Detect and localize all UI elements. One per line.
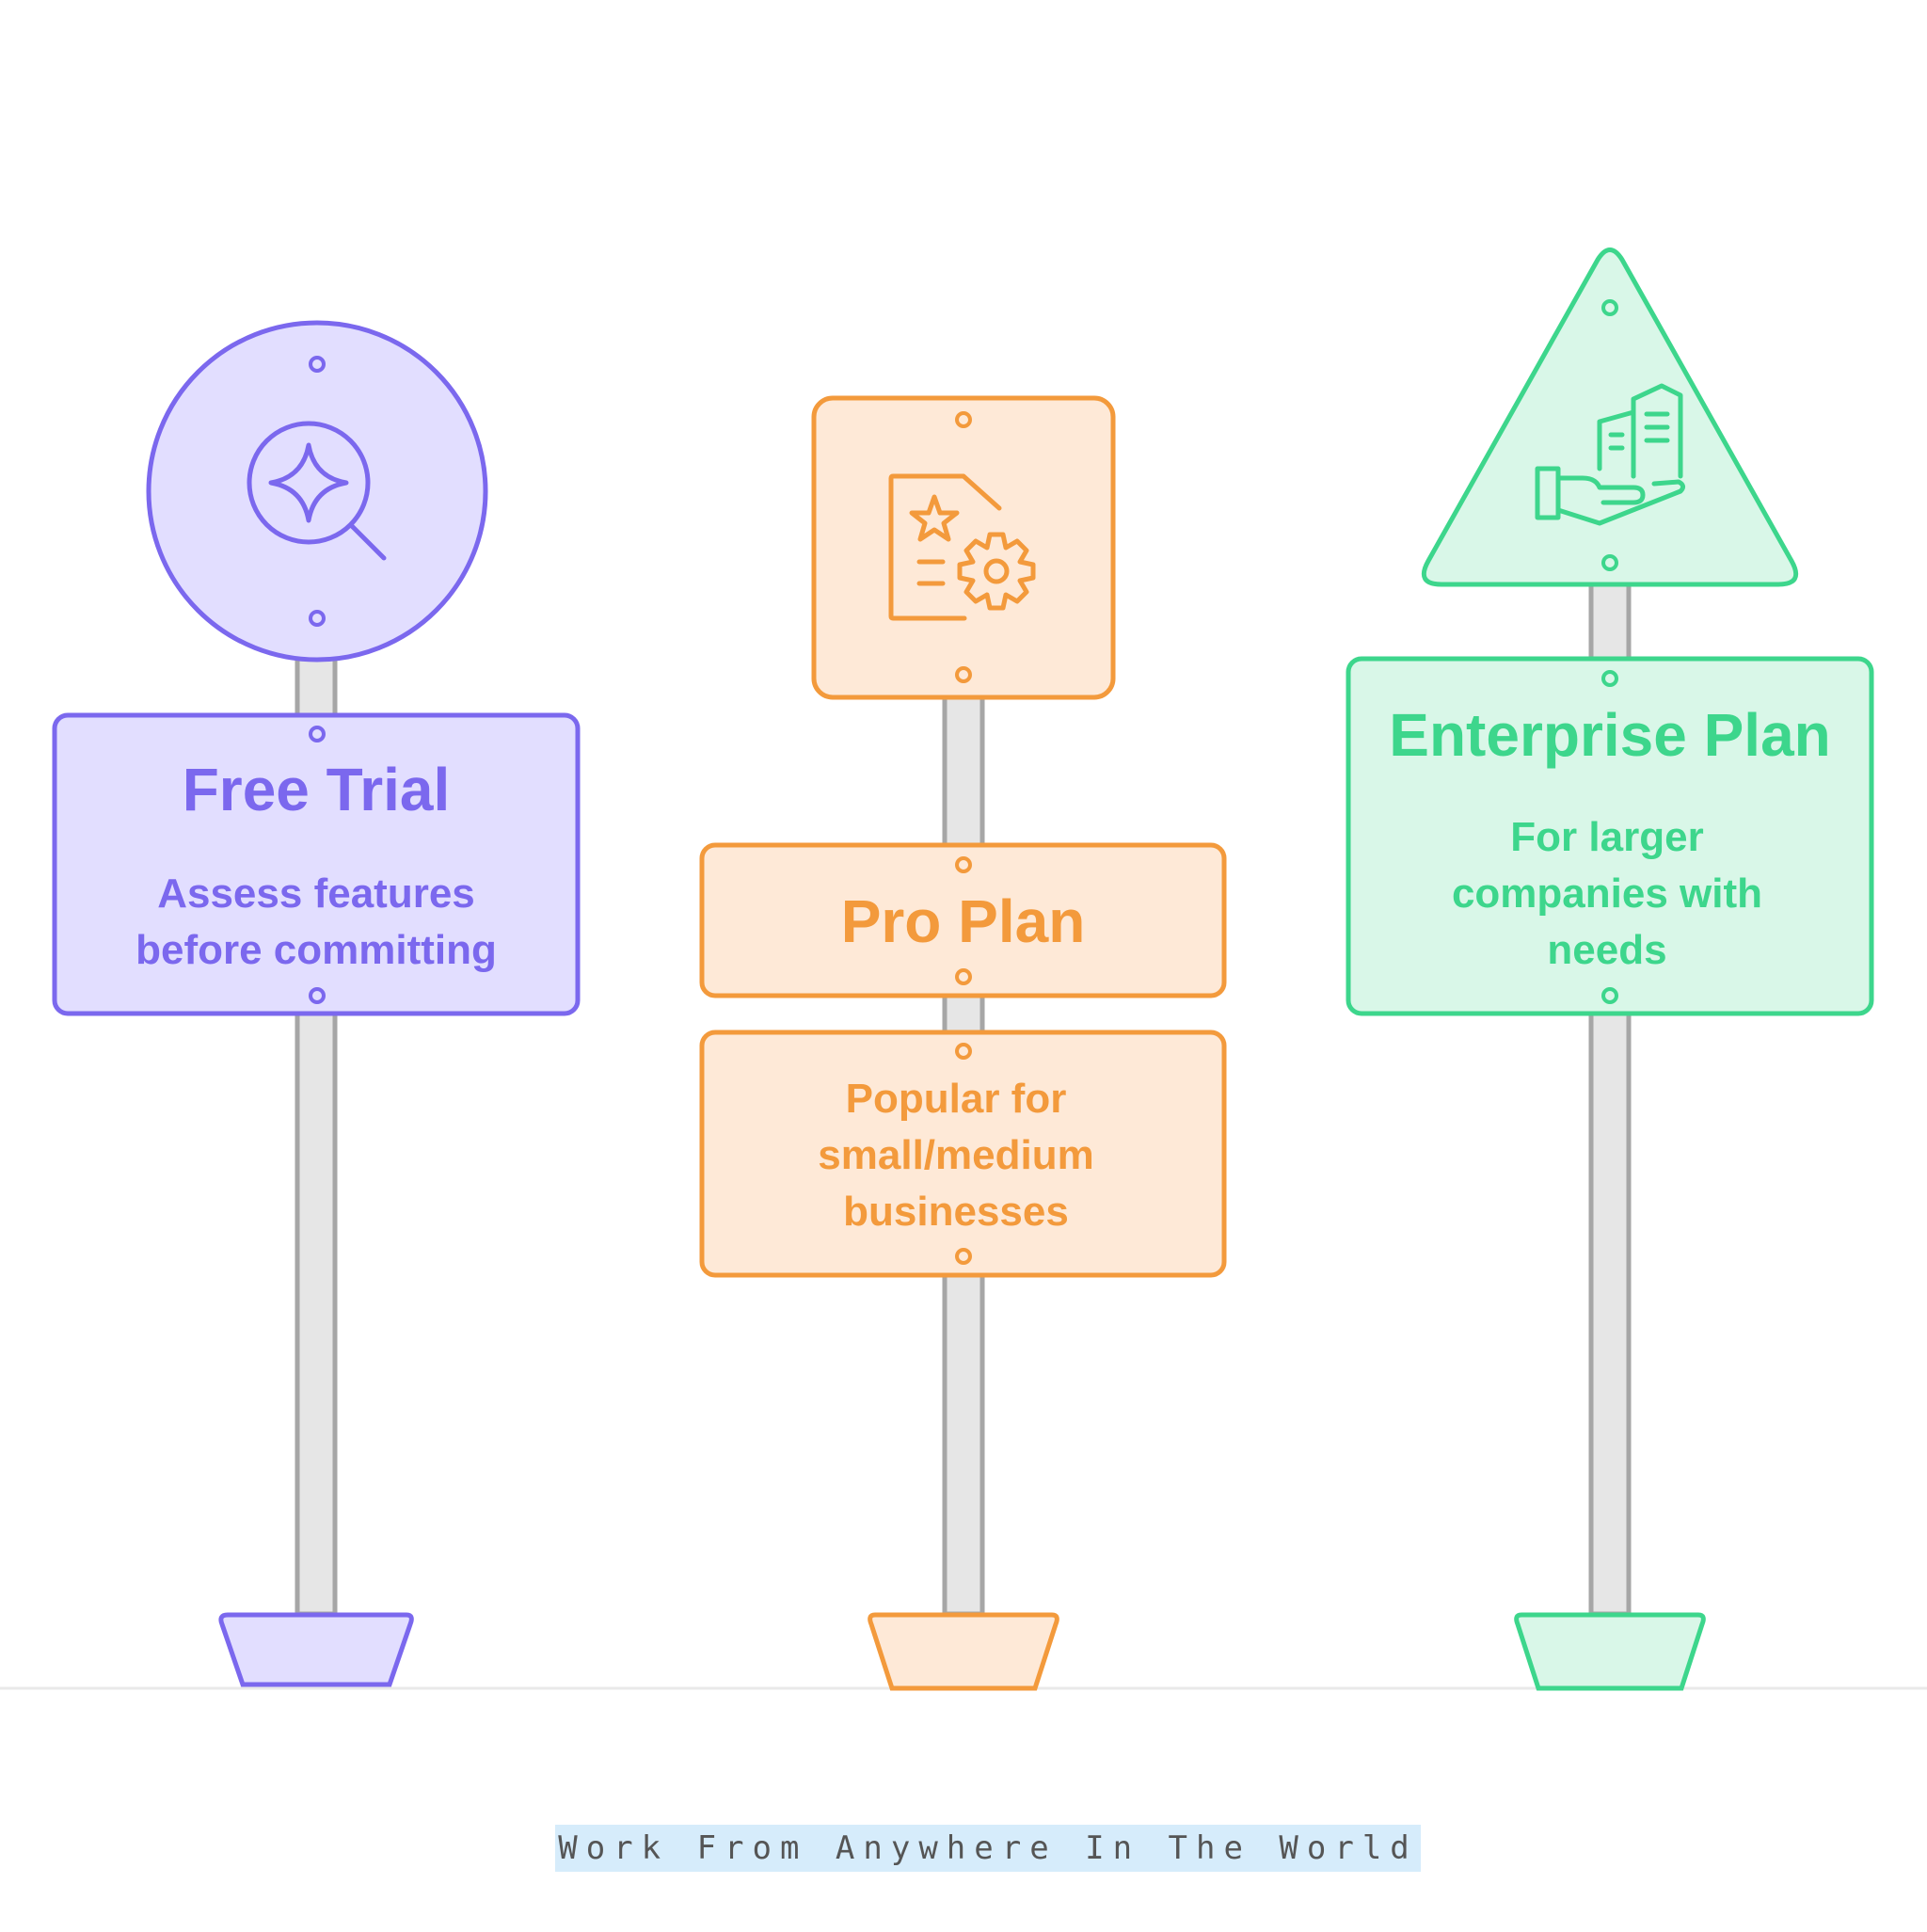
enterprise-plan-triangle-bolt-top	[1601, 299, 1618, 316]
footer-banner	[555, 1825, 1421, 1872]
free-trial-base	[218, 1612, 414, 1687]
free-trial-description: Assess features before committing	[135, 870, 497, 973]
pro-plan-title-board	[699, 842, 1227, 998]
enterprise-plan-title: Enterprise Plan	[1389, 701, 1831, 769]
pro-plan-description: Popular for small/medium businesses	[818, 1076, 1094, 1235]
pro-plan-base	[868, 1612, 1059, 1691]
pro-plan-title-bolt-bottom	[955, 968, 972, 985]
footer-text: Work From Anywhere In The World	[558, 1829, 1418, 1867]
page-title: Navigating Moo and Pricing Plans	[402, 18, 1525, 96]
enterprise-plan-board-bolt-top	[1601, 670, 1618, 687]
pro-plan-icon-bolt-bottom	[955, 666, 972, 683]
pro-plan-signpost	[699, 395, 1227, 1691]
free-trial-board	[52, 712, 581, 1016]
enterprise-plan-triangle-bolt-bottom	[1601, 554, 1618, 571]
enterprise-plan-board	[1346, 656, 1874, 1016]
pro-plan-desc-bolt-bottom	[955, 1248, 972, 1265]
pro-plan-title: Pro Plan	[840, 887, 1086, 955]
free-trial-title: Free Trial	[182, 756, 451, 823]
pro-plan-desc-board	[699, 1030, 1227, 1278]
pro-plan-icon-sign	[811, 395, 1116, 700]
free-trial-board-bolt-top	[309, 726, 326, 742]
free-trial-board-bolt-bottom	[309, 987, 326, 1004]
free-trial-circle-sign	[146, 320, 488, 663]
enterprise-plan-signpost	[1346, 247, 1874, 1691]
hand-buildings-icon	[1535, 383, 1686, 526]
pro-plan-icon-bolt-top	[955, 411, 972, 428]
document-gear-icon	[888, 473, 1036, 621]
pro-plan-desc-bolt-top	[955, 1043, 972, 1060]
enterprise-plan-description: For larger companies with needs	[1451, 814, 1763, 973]
enterprise-plan-base	[1514, 1612, 1706, 1691]
enterprise-plan-board-bolt-bottom	[1601, 987, 1618, 1004]
free-trial-circle-bolt-bottom	[309, 610, 326, 627]
free-trial-signpost	[52, 320, 581, 1687]
free-trial-circle-bolt-top	[309, 356, 326, 373]
pro-plan-title-bolt-top	[955, 856, 972, 873]
search-sparkle-icon	[247, 421, 387, 561]
